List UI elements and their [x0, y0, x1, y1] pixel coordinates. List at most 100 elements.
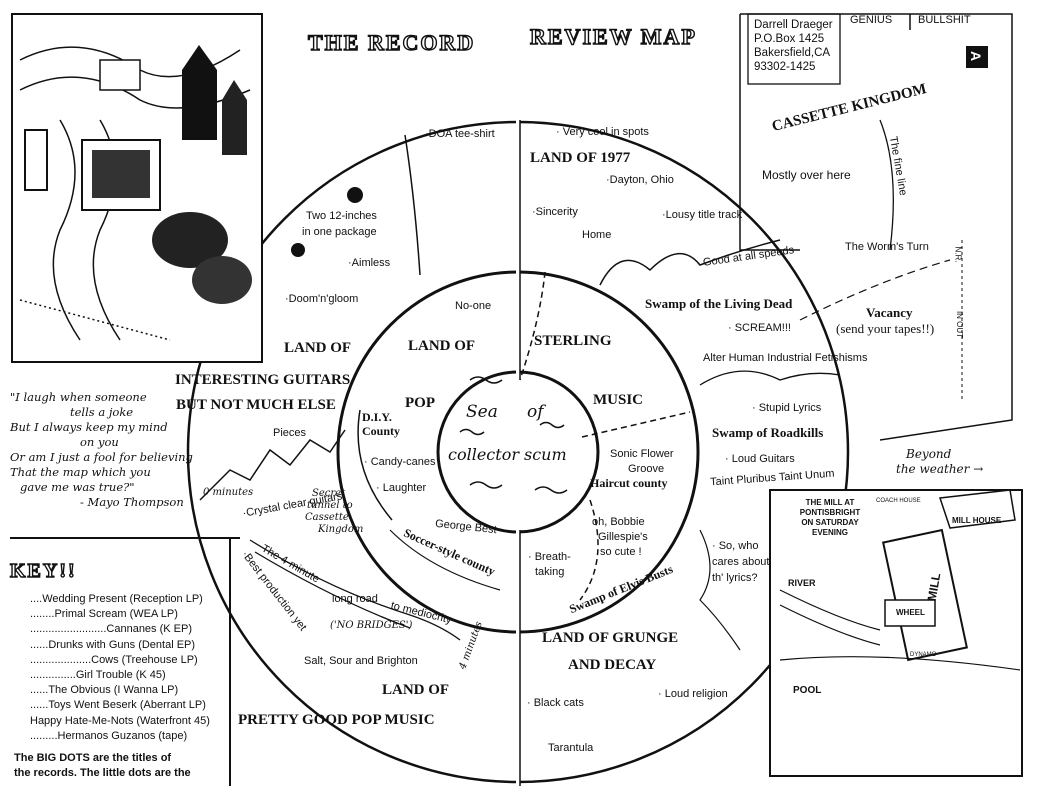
place-secret-4: Kingdom — [318, 524, 364, 535]
place-doa: ·DOA tee-shirt — [425, 128, 495, 140]
sea-word-4: scum — [524, 445, 567, 464]
mill-caption-line: PONTISBRIGHT — [799, 508, 861, 517]
place-no-bridges: ('NO BRIDGES') — [330, 620, 413, 631]
address-line: Bakersfield,CA — [754, 47, 831, 59]
key-item: ......Drunks with Guns (Dental EP) — [30, 638, 196, 651]
region-land-of-1977: LAND OF 1977 — [530, 150, 631, 166]
place-road-long: long road — [332, 593, 378, 605]
place-nr: N.R. — [953, 246, 963, 263]
place-secret-3: Cassette — [305, 512, 349, 523]
place-secret-1: Secret — [312, 488, 346, 499]
quote-line: "I laugh when someone — [10, 390, 147, 404]
key-note-2: the records. The little dots are the — [14, 767, 191, 779]
place-lousy: ·Lousy title track — [662, 209, 743, 221]
place-salt: Salt, Sour and Brighton — [304, 655, 418, 667]
place-two12b: in one package — [302, 226, 377, 238]
place-zero-min: 0 minutes — [203, 487, 254, 498]
place-groove: Groove — [628, 463, 665, 475]
region-haircut-county: Haircut county — [590, 476, 668, 490]
region-guitars-2: INTERESTING GUITARS — [175, 372, 351, 388]
marker-A-box — [966, 46, 988, 68]
place-aimless: ·Aimless — [348, 257, 391, 269]
scale-bullshit: BULLSHIT — [918, 14, 971, 26]
region-diy-county: D.I.Y. County — [362, 410, 401, 438]
place-in-out: IN OUT — [955, 310, 965, 339]
key-list: ....Wedding Present (Reception LP) .....… — [30, 592, 210, 744]
key-item: .........................Cannanes (K EP) — [30, 623, 193, 636]
address-line: Darrell Draeger — [754, 19, 833, 31]
region-pretty-good-1: LAND OF — [382, 682, 450, 698]
place-bobbie-1: oh, Bobbie — [592, 516, 645, 528]
place-scream: · SCREAM!!! — [728, 322, 791, 334]
key-item: ........Primal Scream (WEA LP) — [30, 608, 178, 621]
mill-coach-house: COACH HOUSE — [876, 498, 921, 504]
region-vacancy: Vacancy — [866, 305, 913, 320]
key-item: Happy Hate-Me-Nots (Waterfront 45) — [30, 714, 210, 727]
place-black-cats: · Black cats — [527, 697, 584, 709]
key-item: ......The Obvious (I Wanna LP) — [30, 684, 179, 697]
place-bobbie-3: so cute ! — [600, 546, 642, 558]
place-sincerity: ·Sincerity — [532, 206, 578, 218]
place-worm: The Worm's Turn — [845, 241, 929, 253]
region-grunge-1: LAND OF GRUNGE — [542, 630, 679, 646]
key-item: ....................Cows (Treehouse LP) — [30, 653, 198, 666]
place-laughter: · Laughter — [376, 482, 427, 494]
region-pretty-good-2: PRETTY GOOD POP MUSIC — [238, 712, 435, 728]
quote-block: "I laugh when someone tells a joke But I… — [10, 390, 193, 510]
key-item: .........Hermanos Guzanos (tape) — [30, 729, 188, 742]
region-swamp-living-dead: Swamp of the Living Dead — [645, 296, 793, 311]
marker-A: A — [968, 50, 985, 62]
key-item: ......Toys Went Beserk (Aberrant LP) — [30, 699, 206, 712]
place-sowho-1: · So, who — [712, 540, 759, 552]
place-sowho-3: th' lyrics? — [712, 572, 758, 584]
region-guitars-3: BUT NOT MUCH ELSE — [176, 397, 336, 413]
quote-line: That the map which you — [10, 465, 151, 479]
place-candy: · Candy-canes — [364, 456, 436, 468]
key-item: ...............Girl Trouble (K 45) — [30, 669, 166, 682]
place-loud-guitars: · Loud Guitars — [725, 453, 795, 465]
place-breath-1: · Breath- — [528, 551, 571, 563]
sea-word-3: collector — [448, 445, 519, 464]
mill-caption-line: EVENING — [811, 528, 848, 537]
place-noone: No-one — [455, 300, 492, 312]
scale-genius: GENIUS — [850, 14, 893, 26]
place-two12: Two 12-inches — [306, 210, 377, 222]
quote-line: But I always keep my mind — [10, 420, 168, 434]
address-line: 93302-1425 — [754, 61, 816, 73]
mill-caption: THE MILL AT PONTISBRIGHT ON SATURDAY EVE… — [790, 498, 870, 538]
place-very-cool: · Very cool in spots — [556, 126, 649, 138]
place-beyond-1: Beyond — [906, 447, 952, 461]
place-sowho-2: cares about — [712, 556, 770, 568]
place-pieces: Pieces — [273, 427, 307, 439]
quote-line: tells a joke — [70, 405, 134, 419]
place-secret-2: tunnel to — [307, 500, 353, 511]
place-sonic: Sonic Flower — [610, 448, 674, 460]
place-mostly-over-here: Mostly over here — [762, 168, 851, 182]
place-doom: ·Doom'n'gloom — [285, 293, 359, 305]
quote-line: - Mayo Thompson — [80, 495, 184, 509]
quote-line: gave me was true?" — [20, 480, 135, 494]
place-loud-religion: · Loud religion — [658, 688, 728, 700]
quote-line: on you — [80, 435, 119, 449]
place-stupid: · Stupid Lyrics — [752, 402, 822, 414]
region-land-of-pop-1: LAND OF — [408, 338, 476, 354]
title-right: REVIEW MAP — [529, 23, 697, 49]
place-dayton: ·Dayton, Ohio — [606, 174, 674, 186]
place-home: Home — [582, 229, 612, 241]
key-item: ....Wedding Present (Reception LP) — [30, 593, 203, 605]
quote-line: Or am I just a fool for believing — [10, 450, 193, 464]
mill-river-label: RIVER — [788, 578, 816, 588]
sea-word-1: Sea — [466, 402, 498, 422]
place-breath-2: taking — [535, 566, 565, 578]
key-title: KEY!! — [9, 559, 77, 582]
mill-caption-line: THE MILL AT — [805, 498, 855, 507]
region-land-of-pop-2: POP — [405, 395, 435, 411]
place-bobbie-2: Gillespie's — [598, 531, 648, 543]
mill-pool-label: POOL — [793, 685, 822, 696]
key-note-1: The BIG DOTS are the titles of — [14, 752, 172, 764]
place-tarantula: Tarantula — [548, 742, 594, 754]
region-swamp-roadkills: Swamp of Roadkills — [712, 425, 824, 440]
region-sterling-1: STERLING — [534, 333, 612, 349]
mill-house-label: MILL HOUSE — [952, 516, 1002, 525]
